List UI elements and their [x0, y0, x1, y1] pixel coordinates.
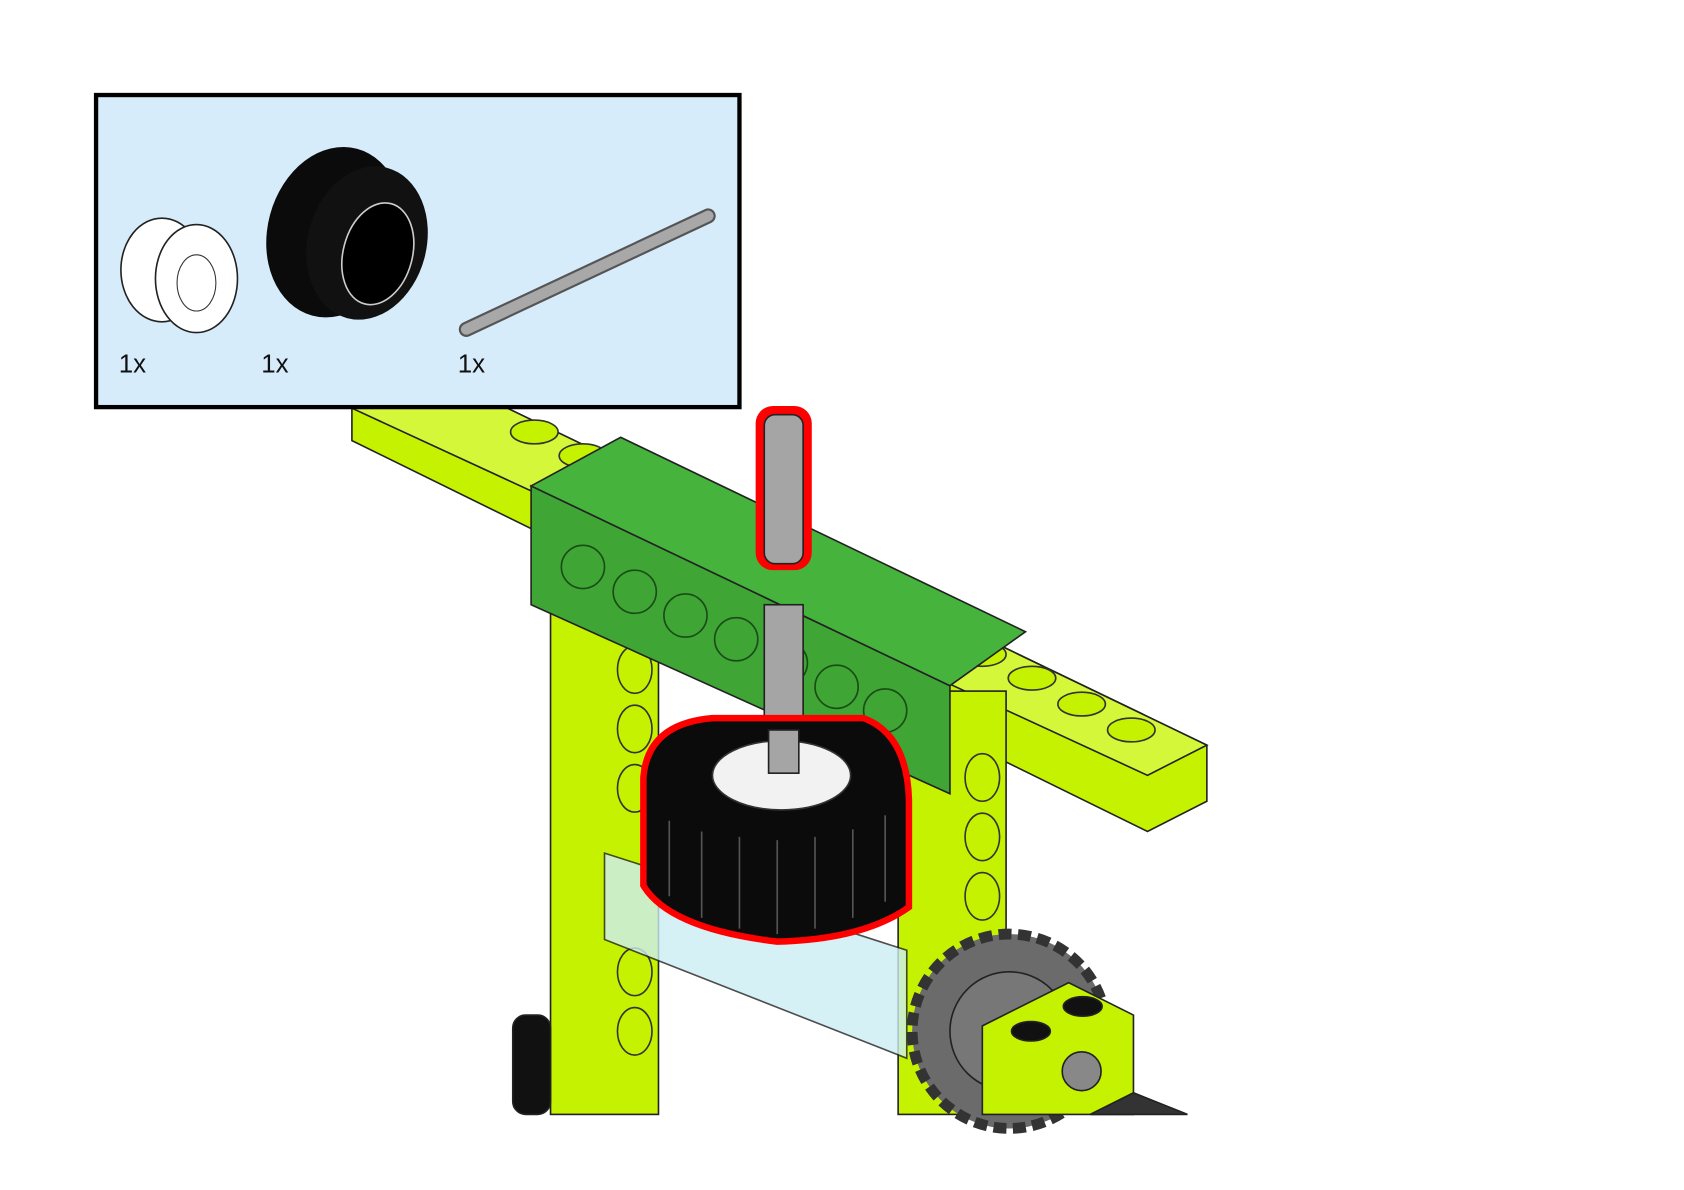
part-quantity: 1x [119, 351, 146, 379]
parts-callout: 1x 1x 1x [93, 92, 742, 410]
part-wheel-rim: 1x [119, 217, 239, 379]
part-quantity: 1x [458, 351, 485, 379]
part-quantity: 1x [261, 351, 288, 379]
part-axle: 1x [458, 208, 716, 379]
part-tire: 1x [261, 146, 428, 379]
model-assembly [351, 406, 1209, 1134]
